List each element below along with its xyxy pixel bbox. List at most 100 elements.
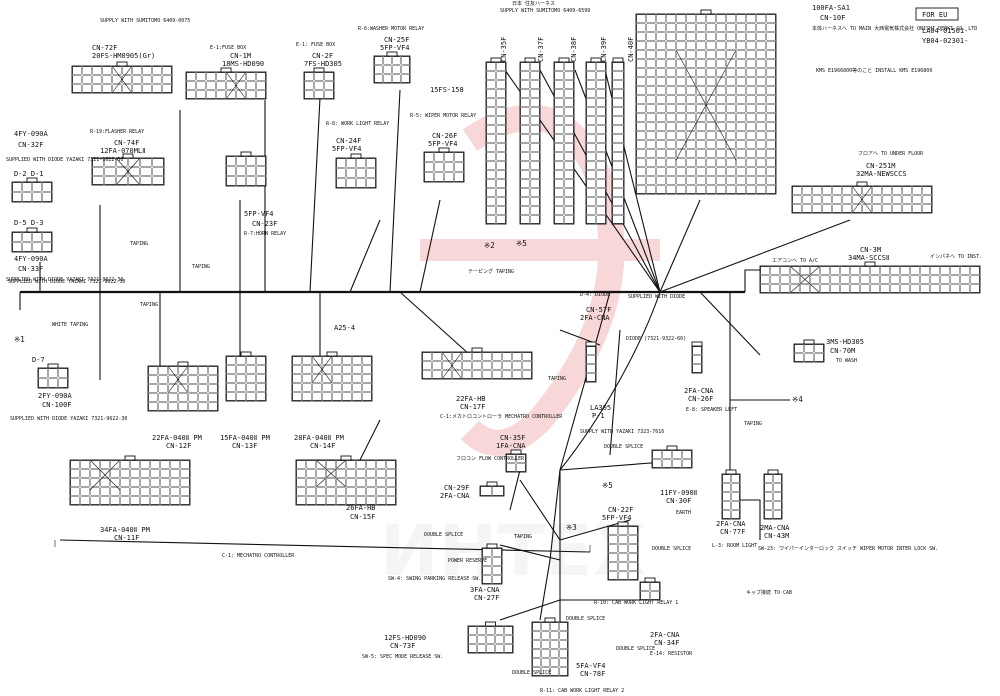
watermark: ИНТЕХ — [380, 104, 660, 592]
cn22f-part: 5FP-VF4 — [602, 514, 632, 522]
harness-id: A25-4 — [334, 324, 355, 332]
cn77f-desc: L-3: ROOM LIGHT — [712, 543, 757, 549]
cn13f-cn: CN-13F — [232, 442, 257, 450]
cn17f-block — [421, 347, 533, 380]
cn72f-note: SUPPLY WITH SUMITOMO 6409-0075 — [100, 18, 190, 24]
cn10f-note: 本体ハーネスへ TO MAIN 大西電気株式会社 ONISHI DENKI CO… — [812, 25, 977, 32]
cn33f-block — [11, 227, 53, 253]
top-connector-labels: CN-35F CN-37F CN-38F CN-39F CN-40F — [500, 37, 635, 62]
cn27f-part: 3FA-CNA — [470, 586, 500, 594]
cn251m-cn: CN-251M — [866, 162, 896, 170]
cn27f-block — [481, 543, 503, 585]
cn24f-part: 5FP-VF4 — [332, 145, 362, 153]
trunk-note: SUPPLIED WITH DIODE YAZAKI 7321-9622-30 — [8, 279, 125, 285]
cn25f-cn: CN-25F — [384, 36, 409, 44]
taping-label-1: TAPING — [130, 241, 148, 247]
cn74f-desc: R-19:FLASHER RELAY — [90, 129, 144, 135]
top-cn-label-1: CN-35F — [500, 37, 508, 62]
mark-4: ※4 — [792, 395, 803, 404]
cn34f-part: 2FA-CNA — [650, 631, 680, 639]
top-cn-stack-5 — [611, 57, 625, 225]
top-cn-stack-2 — [519, 57, 541, 225]
cn78f-desc: R-11: CAB WORK LIGHT RELAY 2 — [540, 688, 624, 694]
cn100f-note: SUPPLIED WITH DIODE YAZAKI 7321-9622-30 — [10, 416, 127, 422]
double-splice-6: DOUBLE SPLICE — [512, 670, 551, 676]
cn25f-desc: R-6:WASHER MOTOR RELAY — [358, 26, 424, 32]
cn77f-cn: CN-77F — [720, 528, 745, 536]
cn57f-desc: D-4: DIODE — [580, 292, 610, 298]
cn3m-part: 34MA-SCCSⅡ — [848, 254, 889, 262]
cn17f-cn: CN-17F — [460, 403, 485, 411]
cn14f-cn: CN-14F — [310, 442, 335, 450]
cn72f-cn: CN-72F — [92, 44, 117, 52]
mark-1: ※1 — [14, 335, 25, 344]
cn74f-cn: CN-74F — [114, 139, 139, 147]
cn24f-desc: R-8: WORK LIGHT RELAY — [326, 121, 389, 127]
cn26f-part: 5FP-VF4 — [428, 140, 458, 148]
cn34f-cn: CN-34F — [654, 639, 679, 647]
cn23f-part: 5FP-VF4 — [244, 210, 274, 218]
svg-text:ИНТЕХ: ИНТЕХ — [380, 510, 647, 592]
cn33f-cn: CN-33F — [18, 265, 43, 273]
controller-label: C-1: MECHATRO CONTROLLER — [222, 553, 295, 559]
cn35f-cn: CN-35F — [500, 434, 525, 442]
cn35f-block — [505, 449, 527, 473]
cn25f-part: 5FP-VF4 — [380, 44, 410, 52]
cn15f-part: 26FA-HB — [346, 504, 376, 512]
cn78f-cn: CN-78F — [580, 670, 605, 678]
cn35f-part: 1FA-CNA — [496, 442, 526, 450]
cn12f-cn: CN-12F — [166, 442, 191, 450]
cn70m-cn: CN-70M — [830, 347, 855, 355]
cn29f-block — [479, 481, 505, 497]
serial-2: YB04-02301- — [922, 37, 968, 45]
cn57f-block — [585, 341, 597, 383]
top-cn-label-3: CN-38F — [570, 37, 578, 62]
cn2f-desc: E-1: FUSE BOX — [296, 42, 335, 48]
cn32f-part: 4FY-090A — [14, 130, 49, 138]
taping-label-2: TAPING — [192, 264, 210, 270]
la305-label: LA305 — [590, 404, 611, 412]
cn12f-part: 22FA-040Ⅱ PM — [152, 434, 202, 442]
taping-label-jp: テーピング TAPING — [468, 268, 514, 275]
cn26fb-block — [691, 341, 703, 374]
cn10f-cn: CN-10F — [820, 14, 845, 22]
top-cn-label-5: CN-40F — [627, 37, 635, 62]
cn73f-part: 12FS-HD090 — [384, 634, 426, 642]
cn74f-block — [91, 153, 165, 186]
diode-part: DIODE (7321-9322-60) — [626, 336, 686, 342]
cn32f-block — [11, 177, 53, 203]
cn30f-part: 11FY-090Ⅱ — [660, 489, 697, 497]
cn70m-note: TO WASH — [836, 358, 857, 364]
mark-2: ※2 — [484, 241, 495, 250]
mark-5: ※5 — [516, 239, 527, 248]
cn24f-cn: CN-24F — [336, 137, 361, 145]
cn32f-note: SUPPLIED WITH DIODE YAZAKI 7321-9622-30 — [6, 157, 123, 163]
cn251m-part: 32MA-NEWSCCS — [856, 170, 907, 178]
region-label: FOR EU — [922, 11, 947, 19]
cn72f-block — [71, 61, 173, 94]
cn32f-cn: CN-32F — [18, 141, 43, 149]
cn23f-desc: R-7:HORN RELAY — [244, 231, 286, 237]
serial-1: LA04-01501- — [922, 27, 968, 35]
cn26fb-desc: E-8: SPEAKER LEFT — [686, 407, 737, 413]
cn10f-block — [635, 9, 777, 195]
cn57f-part: 2FA-CNA — [580, 314, 610, 322]
cn251m-block — [791, 181, 933, 214]
cn3m-cn: CN-3M — [860, 246, 881, 254]
cn23f-block — [225, 151, 267, 187]
cn73f-desc: SW-5: SPEC MODE RELEASE SW. — [362, 654, 443, 660]
white-taping-label: WHITE TAPING — [52, 322, 88, 328]
cn77f-block — [721, 469, 741, 520]
cn70m-part: 3MS-HD305 — [826, 338, 864, 346]
cn43m-block — [763, 469, 783, 520]
cn24f-block — [335, 153, 377, 189]
cn43m-part: 2MA-CNA — [760, 524, 790, 532]
cn100f-block — [37, 363, 69, 389]
cn15f-cn: CN-15F — [350, 513, 375, 521]
cn22f-block — [607, 521, 639, 581]
cn72f-part: 20FS-HM0905(Gr) — [92, 52, 155, 60]
cn29f-part: 2FA-CNA — [440, 492, 470, 500]
cn27f-cn: CN-27F — [474, 594, 499, 602]
